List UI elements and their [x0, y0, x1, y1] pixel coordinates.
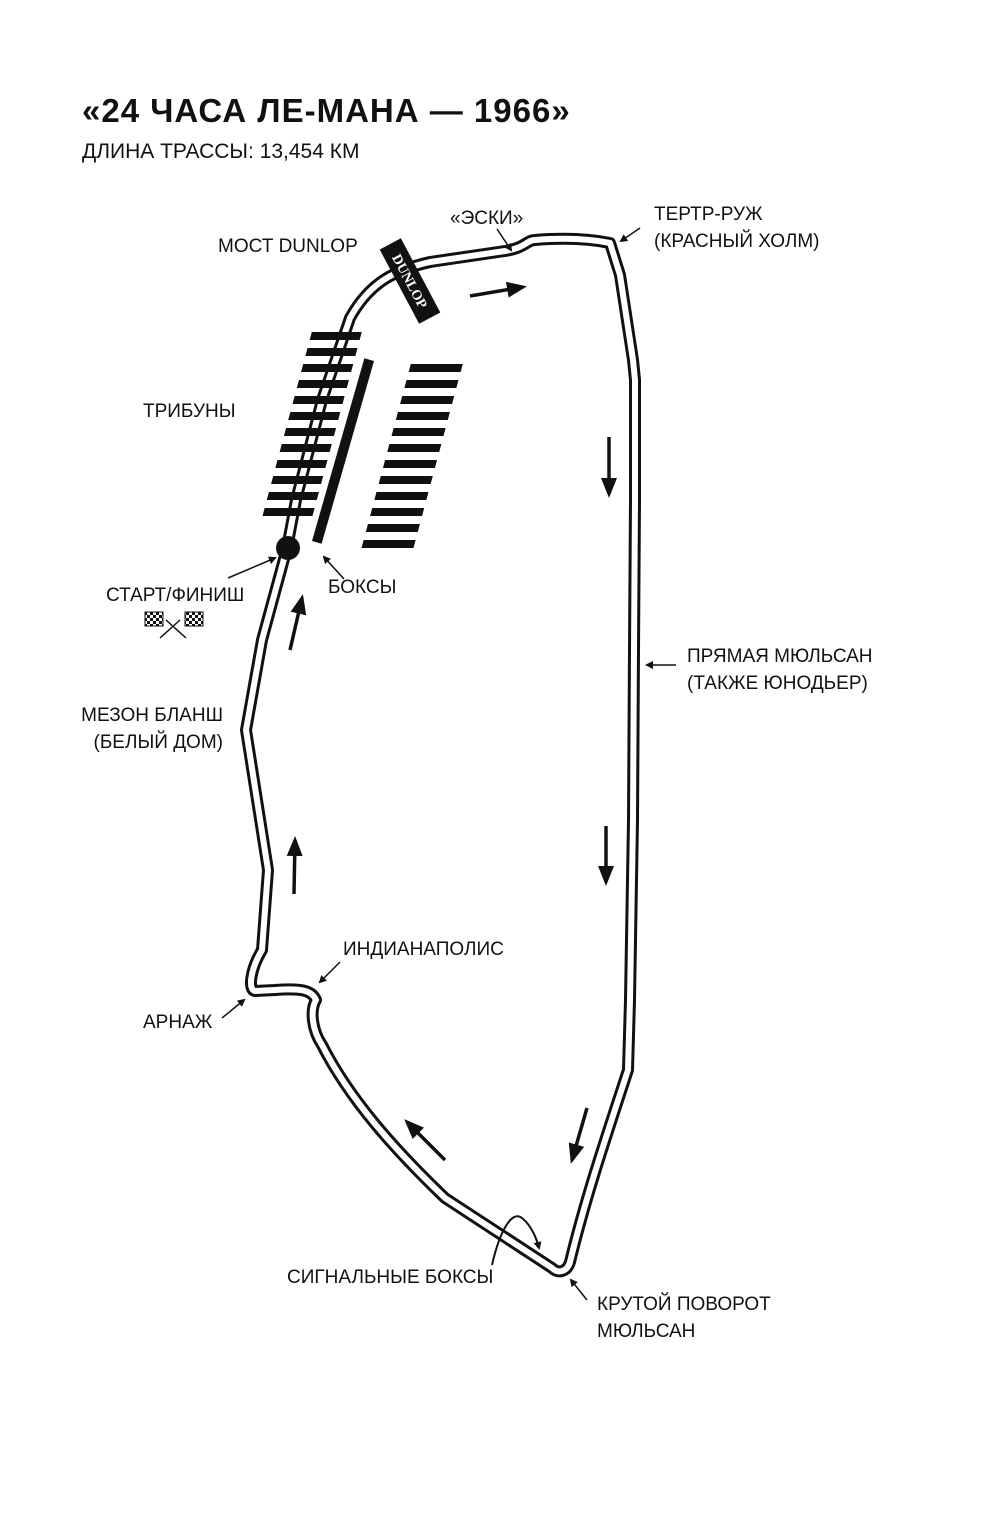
label-start-finish: СТАРТ/ФИНИШ [106, 585, 245, 606]
pointer-arrow-icon [619, 227, 641, 243]
label-pits: БОКСЫ [328, 577, 397, 598]
signal-pits-pointer [491, 1215, 542, 1266]
label-grandstands: ТРИБУНЫ [143, 401, 236, 422]
start-finish-dot-icon [276, 536, 300, 560]
label-tertre-rouge-translation: (КРАСНЫЙ ХОЛМ) [654, 231, 820, 252]
pits-bar [312, 358, 374, 544]
direction-arrow-icon [288, 594, 307, 651]
track-length: ДЛИНА ТРАССЫ: 13,454 КМ [82, 140, 360, 163]
pointer-arrow-icon [227, 556, 277, 579]
pointer-arrow-icon [318, 961, 341, 984]
label-maison-blanche-translation: (БЕЛЫЙ ДОМ) [93, 732, 224, 753]
label-signal-pits: СИГНАЛЬНЫЕ БОКСЫ [287, 1267, 494, 1288]
direction-arrows [286, 281, 617, 1164]
pointer-arrow-icon [569, 1278, 588, 1301]
label-tertre-rouge: ТЕРТР-РУЖ [654, 204, 763, 225]
label-dunlop-bridge: МОСТ DUNLOP [218, 236, 358, 257]
direction-arrow-icon [469, 281, 527, 298]
label-esses: «ЭСКИ» [450, 208, 524, 229]
grandstand-right [361, 364, 463, 548]
pointer-arrow-icon [322, 555, 345, 580]
circuit-track [240, 232, 641, 1278]
label-indianapolis: ИНДИАНАПОЛИС [343, 939, 504, 960]
direction-arrow-icon [286, 836, 303, 895]
pointer-arrow-icon [221, 998, 246, 1019]
grandstand-left [262, 332, 362, 516]
pointer-arrow-icon [496, 228, 513, 252]
direction-arrow-icon [404, 1119, 447, 1162]
map-title: «24 ЧАСА ЛЕ-МАНА — 1966» [82, 92, 571, 129]
label-mulsanne-corner-town: МЮЛЬСАН [597, 1321, 696, 1342]
label-mulsanne-straight-alt: (ТАКЖЕ ЮНОДЬЕР) [687, 673, 868, 694]
label-mulsanne-straight: ПРЯМАЯ МЮЛЬСАН [687, 646, 873, 667]
direction-arrow-icon [568, 1107, 589, 1164]
label-pointers [221, 227, 676, 1301]
label-arnage: АРНАЖ [143, 1012, 213, 1033]
label-mulsanne-corner: КРУТОЙ ПОВОРОТ [597, 1294, 771, 1315]
checkered-flags-icon [144, 611, 204, 639]
label-maison-blanche: МЕЗОН БЛАНШ [81, 705, 223, 726]
